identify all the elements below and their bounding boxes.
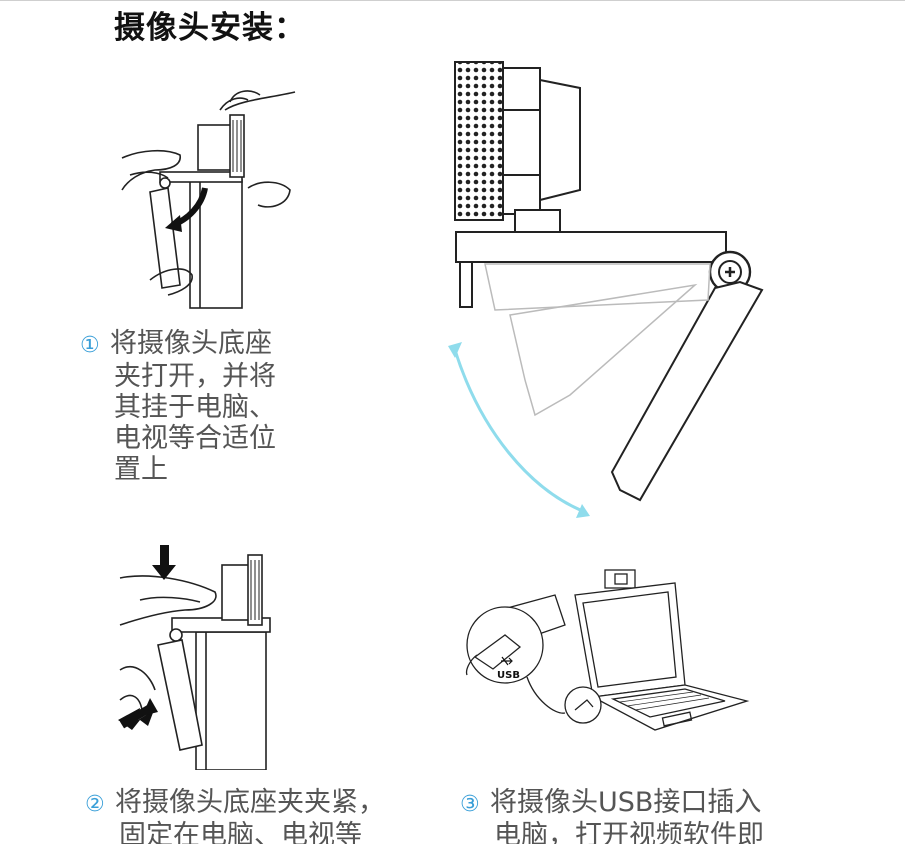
step-3-number: ③ bbox=[460, 792, 480, 817]
step-3-line-2: 电脑，打开视频软件即 bbox=[494, 820, 764, 844]
step-2-line-2: 固定在电脑、电视等 bbox=[119, 820, 362, 844]
step-2-line-1: 将摄像头底座夹夹紧， bbox=[115, 787, 385, 818]
illustration-clamp-tight bbox=[118, 545, 271, 770]
top-divider bbox=[0, 0, 905, 4]
page-title: 摄像头安装： bbox=[114, 10, 306, 46]
step-1-number: ① bbox=[80, 333, 100, 358]
step-1-line-2: 夹打开，并将 bbox=[114, 361, 276, 392]
usb-label: USB bbox=[497, 670, 520, 681]
step-1-line-5: 置上 bbox=[114, 454, 168, 485]
step-2-text: ② 将摄像头底座夹夹紧， 固定在电脑、电视等 bbox=[85, 787, 415, 844]
step-1-line-3: 其挂于电脑、 bbox=[114, 392, 276, 423]
step-1-line-1: 将摄像头底座 bbox=[110, 328, 272, 359]
step-3-text: ③ 将摄像头USB接口插入 电脑，打开视频软件即 bbox=[460, 787, 800, 844]
step-1-line-4: 电视等合适位 bbox=[114, 423, 276, 454]
step-1-text: ① 将摄像头底座 夹打开，并将 其挂于电脑、 电视等合适位 置上 bbox=[80, 328, 320, 485]
illustration-laptop-usb: USB bbox=[465, 569, 750, 731]
illustration-open-clip bbox=[121, 90, 296, 309]
illustration-webcam-side bbox=[448, 61, 764, 518]
step-2-number: ② bbox=[85, 792, 105, 817]
step-3-line-1: 将摄像头USB接口插入 bbox=[490, 787, 762, 818]
